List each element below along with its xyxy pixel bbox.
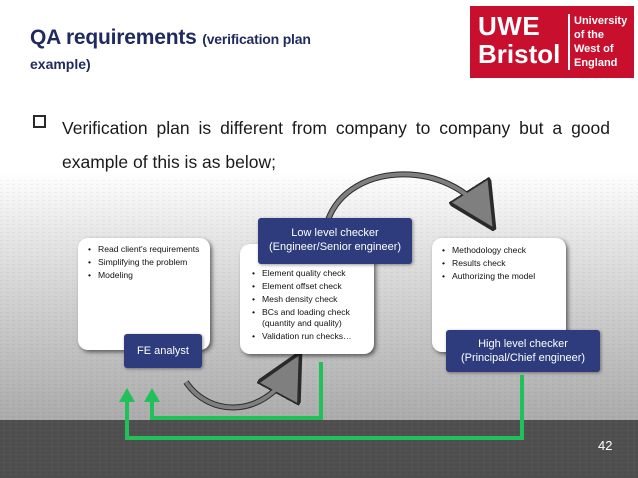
list-item: Methodology check <box>442 245 566 256</box>
feedback-arrow-low-level <box>150 362 323 420</box>
logo-brand-line1: UWE <box>478 11 541 41</box>
list-item: Element quality check <box>252 268 374 279</box>
title-note-continued: example) <box>30 56 91 72</box>
uwe-bristol-logo: UWE Bristol University of the West of En… <box>470 6 634 78</box>
fe-analyst-label: FE analyst <box>124 334 202 368</box>
list-item: Simplifying the problem <box>88 257 210 268</box>
list-item: Modeling <box>88 270 210 281</box>
list-item: Element offset check <box>252 281 374 292</box>
logo-brand-line2: Bristol <box>478 39 561 69</box>
checkbox-bullet-icon <box>33 115 46 128</box>
feedback-arrow-high-level <box>125 375 524 440</box>
list-item: Authorizing the model <box>442 271 566 282</box>
list-item: Read client's requirements <box>88 244 210 255</box>
low-level-checker-label: Low level checker (Engineer/Senior engin… <box>258 218 412 264</box>
list-item: BCs and loading check (quantity and qual… <box>252 307 374 329</box>
page-number: 42 <box>598 438 613 453</box>
list-item: Mesh density check <box>252 294 374 305</box>
fe-analyst-card: Read client's requirements Simplifying t… <box>78 238 210 350</box>
list-item: Validation run checks… <box>252 331 374 342</box>
high-level-checker-label: High level checker (Principal/Chief engi… <box>446 330 600 372</box>
slide-title: QA requirements (verification plan <box>30 26 311 49</box>
bullet-text: Verification plan is different from comp… <box>62 118 610 172</box>
logo-divider <box>568 14 570 70</box>
logo-university-text: University of the West of England <box>574 15 628 69</box>
forward-arrow-top <box>325 171 485 220</box>
title-note: (verification plan <box>202 31 311 47</box>
list-item: Results check <box>442 258 566 269</box>
